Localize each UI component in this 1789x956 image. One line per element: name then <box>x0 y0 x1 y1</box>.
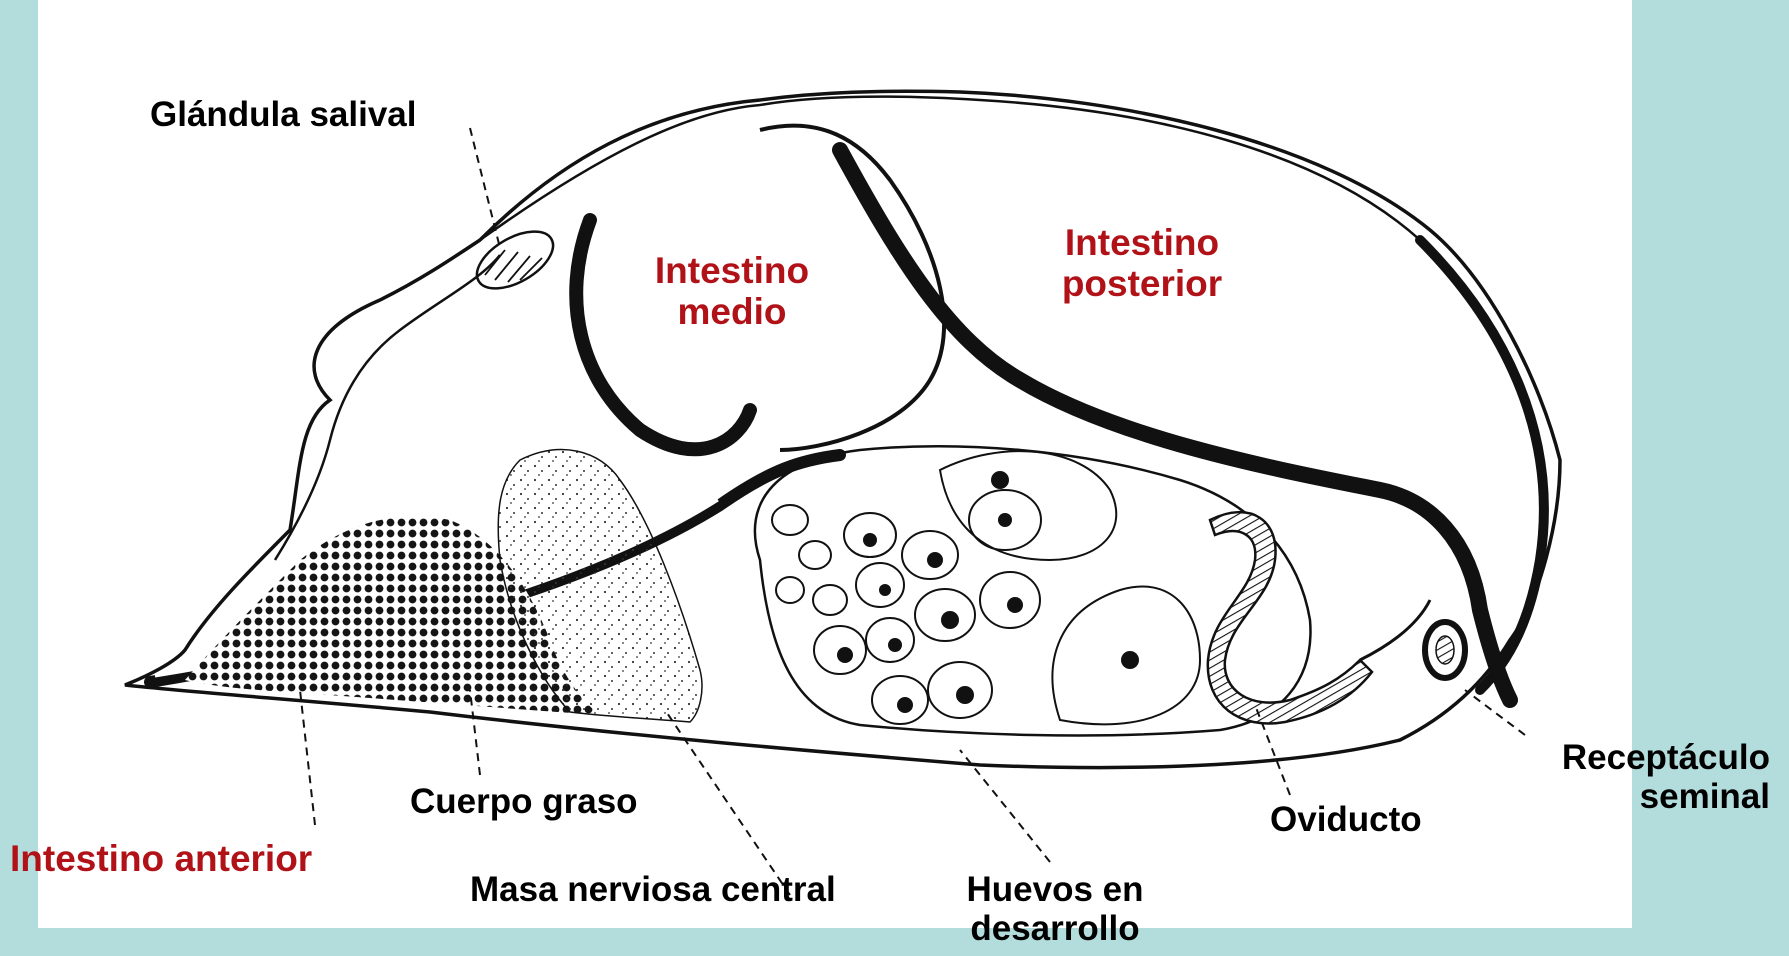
label-oviducto: Oviducto <box>1270 800 1422 839</box>
label-masa-nerviosa: Masa nerviosa central <box>470 870 836 909</box>
leader-lines <box>300 128 1525 895</box>
label-intestino-posterior: Intestinoposterior <box>1022 222 1262 305</box>
salivary-gland <box>468 220 563 300</box>
oviduct-duct <box>1360 600 1430 660</box>
developing-eggs <box>772 451 1200 724</box>
label-intestino-anterior: Intestino anterior <box>10 838 312 879</box>
label-cuerpo-graso: Cuerpo graso <box>410 782 638 821</box>
label-huevos-en-desarrollo: Huevos endesarrollo <box>955 870 1155 948</box>
salivary-duct <box>275 255 500 560</box>
label-intestino-medio: Intestinomedio <box>622 250 842 333</box>
dorsal-inner-line <box>480 97 1420 240</box>
label-receptaculo-seminal: Receptáculoseminal <box>1500 738 1770 816</box>
label-glandula-salival: Glándula salival <box>150 95 417 134</box>
